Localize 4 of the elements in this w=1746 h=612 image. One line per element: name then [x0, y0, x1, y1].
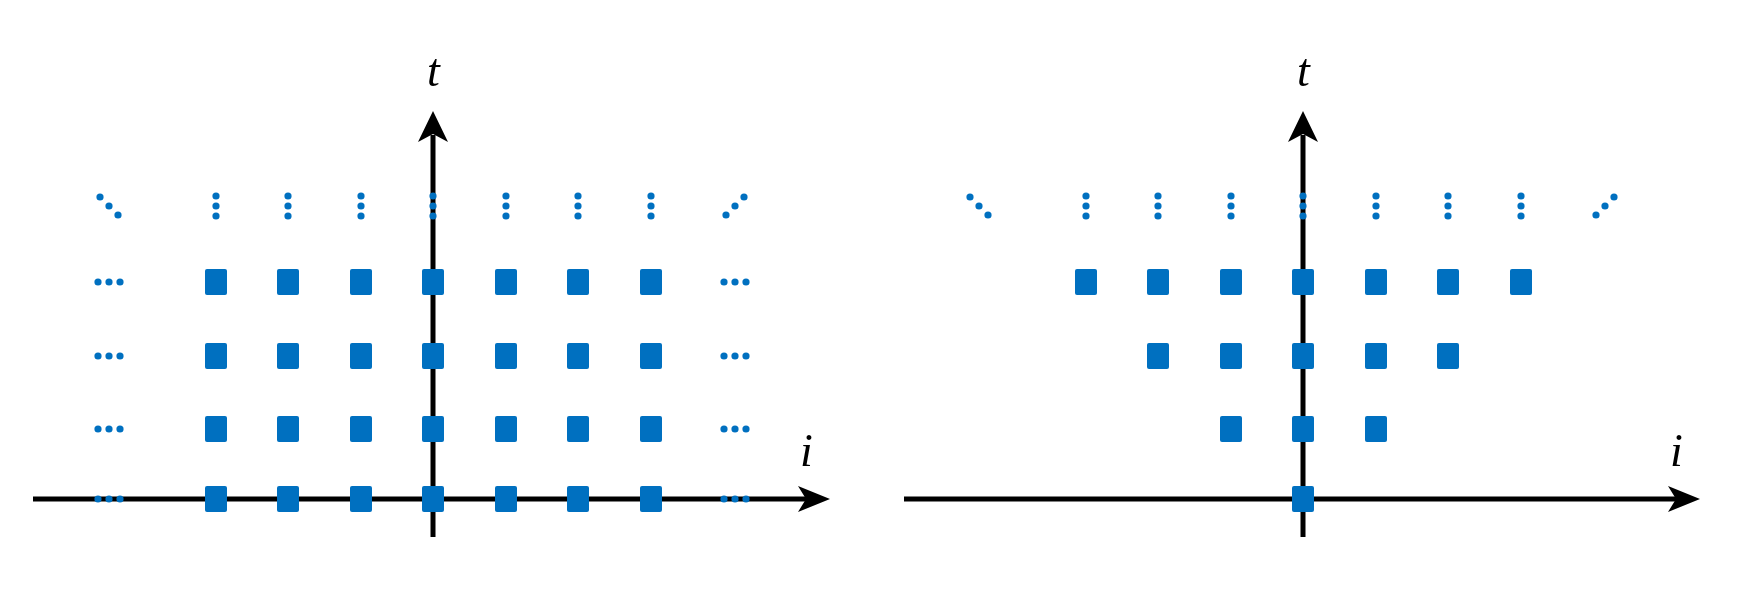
axis-label: t — [427, 48, 440, 94]
axis-label: t — [1297, 48, 1310, 94]
axis-label: i — [800, 428, 813, 474]
axis-label: i — [1670, 428, 1683, 474]
